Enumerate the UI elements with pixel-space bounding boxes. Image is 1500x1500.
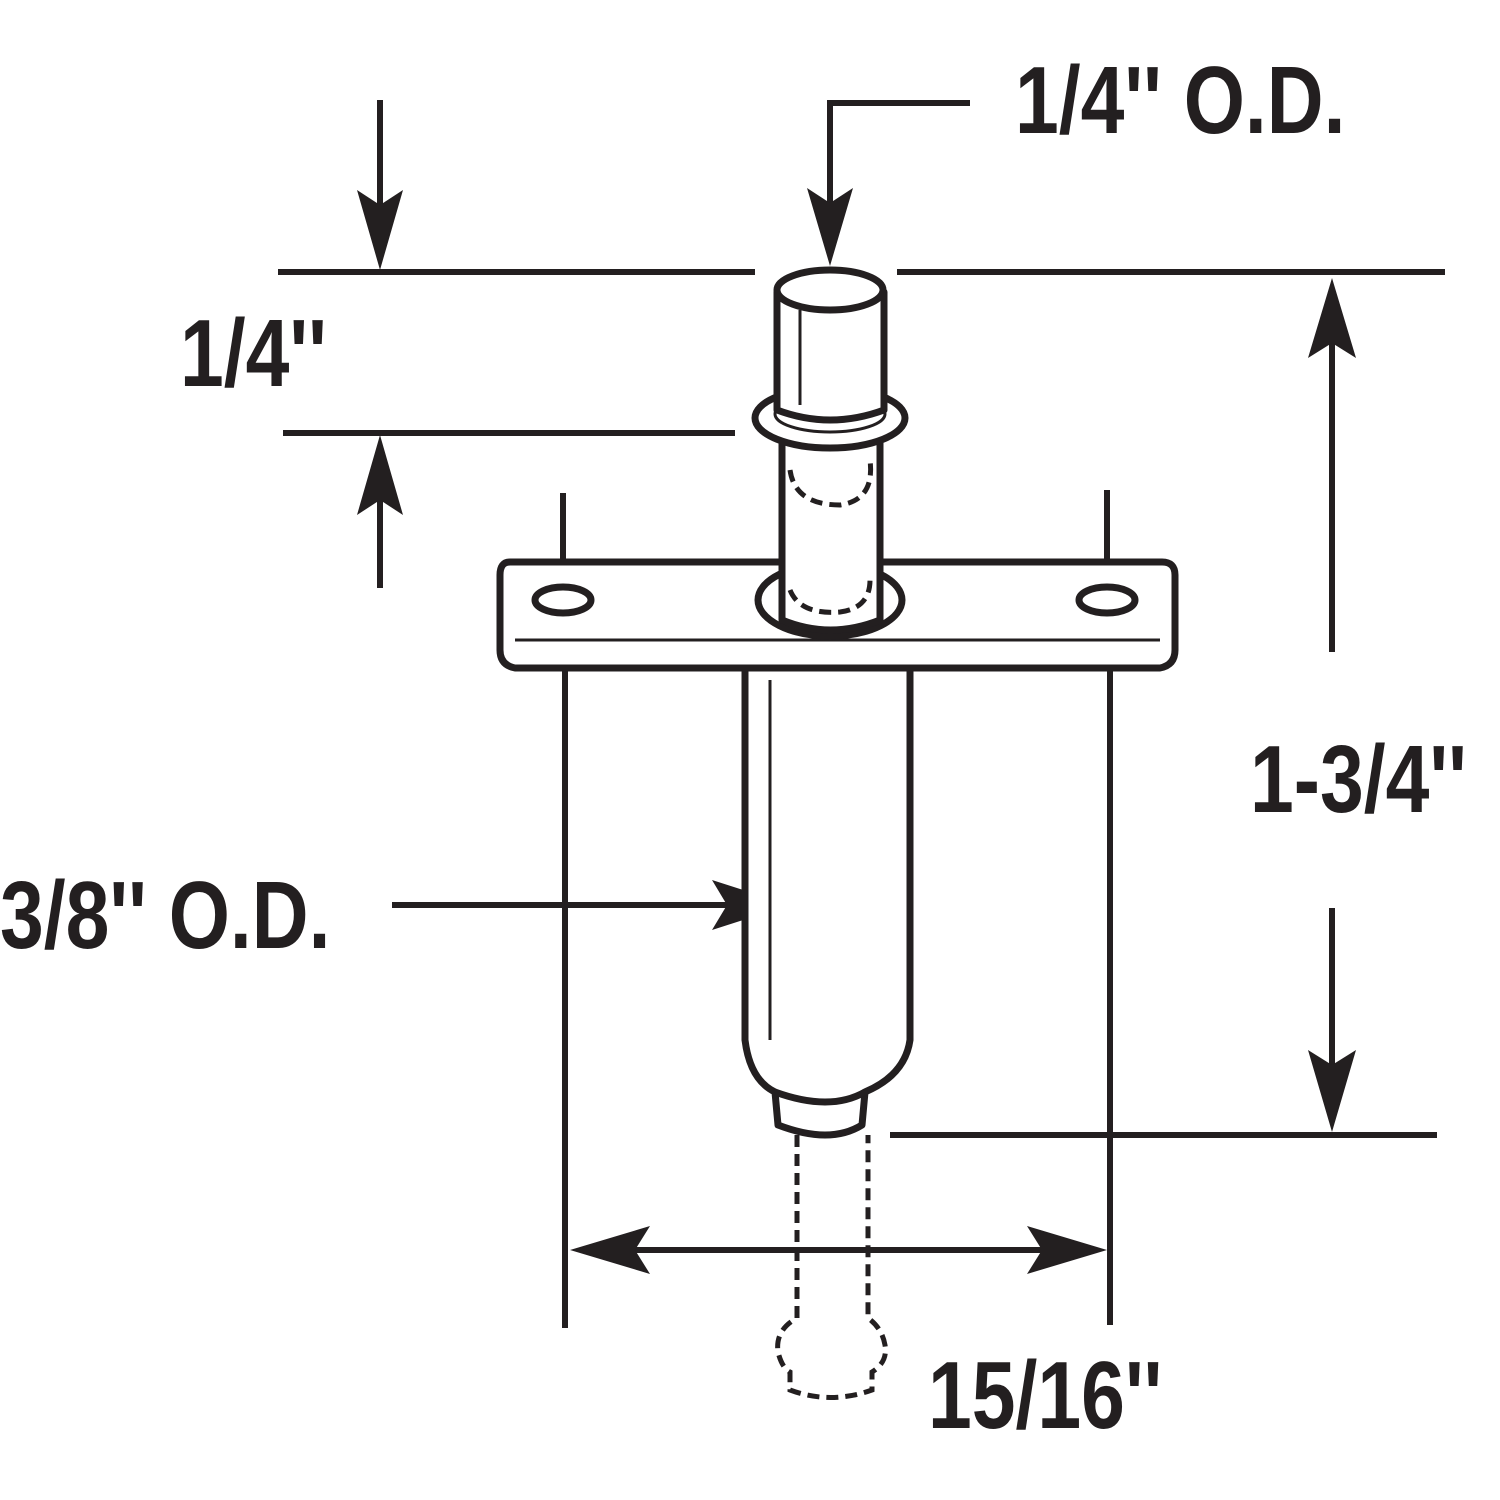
label-body-od: 3/8'' O.D. bbox=[0, 862, 330, 969]
shaft-step bbox=[773, 1088, 867, 1106]
arrowhead-down bbox=[807, 188, 853, 266]
arrowhead-up bbox=[357, 435, 403, 515]
retracted-pin-dashed bbox=[775, 1135, 888, 1400]
pin-od-leader bbox=[827, 100, 970, 220]
arrowhead-right bbox=[1027, 1226, 1107, 1274]
arrowhead-left bbox=[570, 1226, 650, 1274]
hidden-edge bbox=[787, 459, 874, 508]
pivot-pin-part bbox=[496, 266, 1179, 1400]
screw-hole-left bbox=[531, 583, 595, 617]
hidden-edge bbox=[787, 579, 873, 615]
arrowhead-up bbox=[1308, 278, 1356, 358]
label-overall-length: 1-3/4'' bbox=[1250, 726, 1467, 833]
upper-sleeve bbox=[778, 436, 884, 634]
dimension-lines bbox=[278, 100, 1445, 1328]
top-pin bbox=[773, 288, 888, 424]
screw-hole-right bbox=[1075, 583, 1139, 617]
top-pin-end bbox=[773, 266, 887, 314]
arrowhead-down bbox=[357, 190, 403, 270]
label-top-pin-od: 1/4'' O.D. bbox=[1015, 47, 1345, 154]
lower-shaft bbox=[741, 661, 914, 1139]
label-top-pin-height: 1/4'' bbox=[180, 300, 327, 407]
label-hole-spacing: 15/16'' bbox=[928, 1342, 1162, 1449]
arrowhead-down bbox=[1308, 1050, 1356, 1132]
